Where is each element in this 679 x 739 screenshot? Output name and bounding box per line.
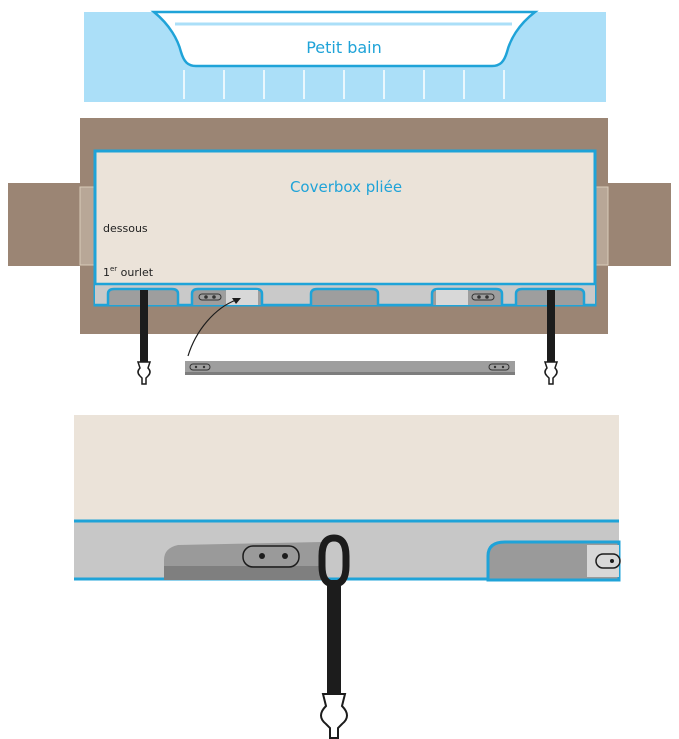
zoom-cover xyxy=(74,415,619,523)
deck-right xyxy=(605,183,671,266)
strap-left xyxy=(136,290,152,385)
zoom-detail xyxy=(74,415,621,739)
pool-step-lines xyxy=(183,70,505,99)
loose-rail xyxy=(185,361,515,375)
zoom-strap xyxy=(318,534,350,739)
zoom-pocket-right xyxy=(486,540,621,582)
folded-cover xyxy=(93,149,597,307)
deck-left xyxy=(8,183,84,266)
coverbox-title: Coverbox pliée xyxy=(290,178,402,196)
pool-label: Petit bain xyxy=(306,38,382,57)
insert-arrow-icon xyxy=(187,298,241,357)
rail-clip-icons xyxy=(198,293,495,301)
hem-label: 1er ourlet xyxy=(103,265,154,279)
pool-shallow-end: Petit bain xyxy=(84,10,606,102)
coverbox-plan-view: Coverbox pliée dessous 1er ourlet xyxy=(8,118,671,385)
underside-label: dessous xyxy=(103,222,148,235)
zoom-rail xyxy=(164,542,322,580)
strap-right xyxy=(543,290,559,385)
